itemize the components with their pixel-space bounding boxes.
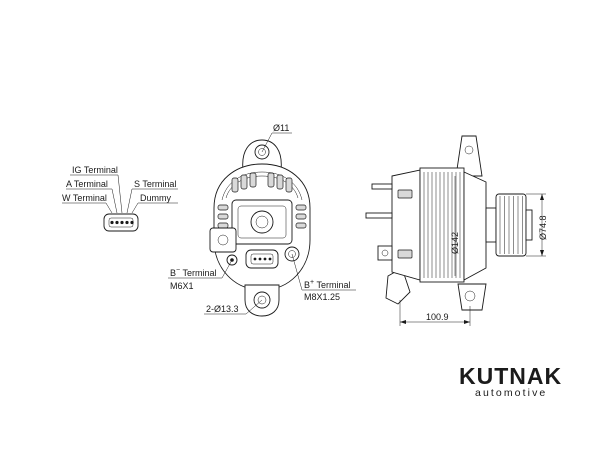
top-hole-dimension: Ø11 (273, 123, 289, 133)
b-plus-thread: M8X1.25 (304, 292, 340, 302)
w-terminal-label: W Terminal (62, 193, 107, 203)
length-dimension: 100.9 (426, 312, 449, 322)
body-diameter-dimension: Ø142 (450, 232, 460, 254)
s-terminal-label: S Terminal (134, 179, 176, 189)
brand-logo: KUTNAK automotive (459, 364, 562, 399)
mount-holes-dimension: 2-Ø13.3 (206, 304, 239, 314)
b-minus-label: B− Terminal (170, 267, 216, 278)
front-view: Ø11 (168, 123, 356, 317)
a-terminal-label: A Terminal (66, 179, 108, 189)
pulley-diameter-dimension: Ø74.8 (538, 215, 548, 240)
dummy-label: Dummy (140, 193, 171, 203)
connector-diagram: IG Terminal A Terminal W Terminal S Term… (62, 165, 178, 232)
brand-name: KUTNAK (459, 363, 563, 389)
brand-tagline: automotive (475, 387, 548, 399)
b-minus-thread: M6X1 (170, 281, 194, 291)
ig-terminal-label: IG Terminal (72, 165, 118, 175)
b-plus-label: B+ Terminal (304, 279, 350, 290)
side-view: Ø142 Ø74.8 100.9 (365, 135, 548, 326)
